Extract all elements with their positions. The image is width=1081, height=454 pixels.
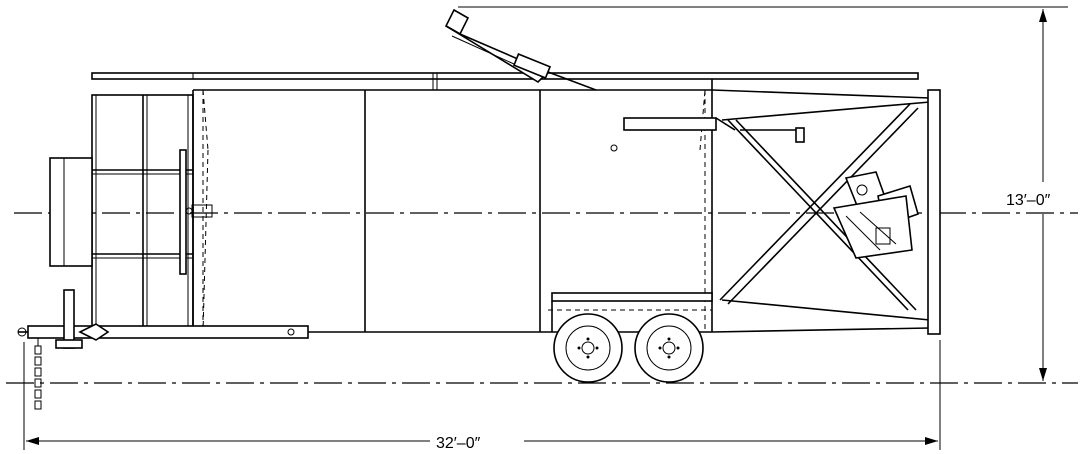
length-dimension: [23, 340, 941, 450]
top-conveyor: [444, 8, 597, 91]
rear-hopper: [623, 89, 941, 335]
hitch-tongue: [17, 289, 309, 349]
front-frame: [91, 94, 194, 336]
wheel-front: [553, 313, 623, 383]
top-rail: [91, 72, 919, 90]
length-dimension-label: 32′–0″: [436, 435, 481, 452]
wheel-rear: [634, 313, 704, 383]
undercarriage: [548, 292, 713, 332]
motor-unit: [832, 171, 919, 259]
height-dimension: [458, 6, 1068, 381]
safety-chain: [34, 338, 42, 410]
fan-housing: [49, 149, 187, 275]
height-dimension-label: 13′–0″: [1006, 192, 1051, 209]
